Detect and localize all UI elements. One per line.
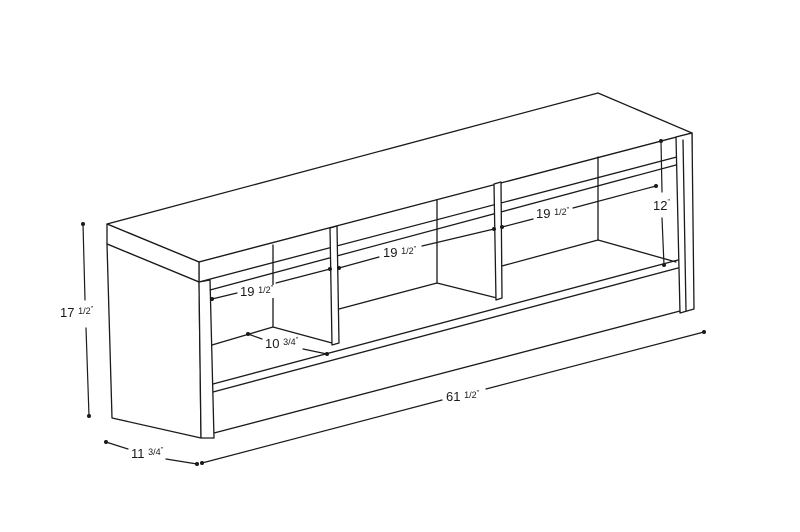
dim-overall-depth [104, 440, 199, 466]
dim-cubby-middle-width [337, 227, 496, 270]
label-cubby-depth: 10 3/4" [264, 336, 300, 351]
bench-top [106, 92, 693, 283]
cubby-right [501, 156, 677, 267]
dim-overall-height [81, 222, 91, 418]
cubby-middle [338, 199, 498, 310]
label-cubby-left-width: 19 1/2" [239, 284, 275, 299]
right-side-panel [675, 132, 695, 314]
divider-left [329, 225, 340, 346]
label-overall-width: 61 1/2" [445, 389, 481, 404]
label-overall-height: 17 1/2" [59, 305, 95, 320]
bottom-front-edge [213, 310, 681, 434]
dim-cubby-left-width [210, 267, 332, 301]
shelf-front-edge [212, 259, 679, 393]
divider-right [493, 181, 503, 301]
label-overall-depth: 11 3/4" [130, 446, 165, 461]
dim-cubby-height [659, 139, 666, 267]
label-cubby-height: 12" [652, 198, 671, 213]
left-side-panel [106, 243, 215, 439]
label-cubby-right-width: 19 1/2" [535, 206, 571, 221]
dim-overall-width [200, 330, 706, 465]
dim-cubby-right-width [500, 184, 658, 229]
dim-cubby-depth [246, 332, 329, 356]
label-cubby-middle-width: 19 1/2" [382, 245, 418, 260]
